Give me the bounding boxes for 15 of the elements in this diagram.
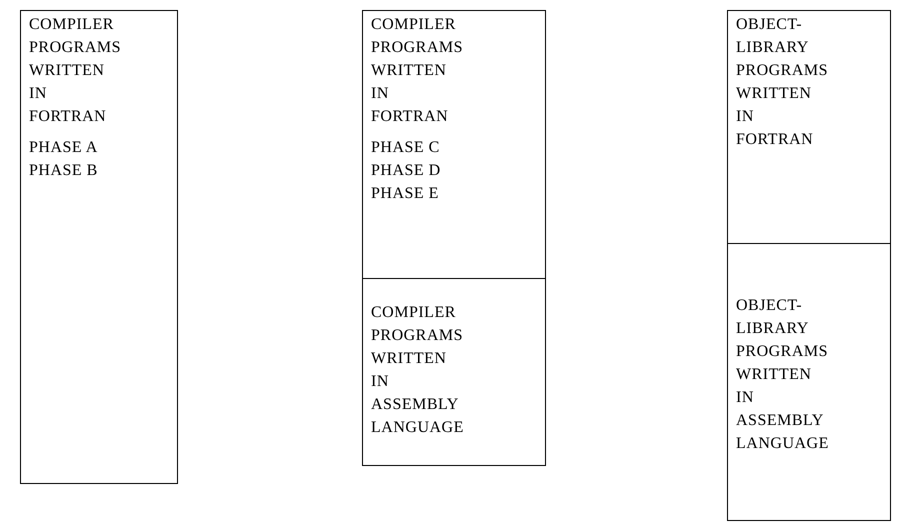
box-text: PHASE E (371, 184, 440, 204)
box-text: COMPILER PROGRAMS WRITTEN IN ASSEMBLY LANGUAGE (371, 303, 464, 438)
text-box (727, 10, 891, 244)
box-text: OBJECT- LIBRARY PROGRAMS WRITTEN IN ASSEMBLY LANGUAGE (736, 296, 829, 454)
text-box (362, 278, 546, 466)
box-text: PHASE B (29, 161, 99, 181)
box-text: PHASE D (371, 161, 442, 181)
text-box (20, 10, 178, 484)
text-box (362, 10, 546, 279)
box-text: COMPILER PROGRAMS WRITTEN IN FORTRAN (29, 15, 122, 127)
box-text: OBJECT- LIBRARY PROGRAMS WRITTEN IN FORTRAN (736, 15, 828, 150)
box-text: PHASE C (371, 138, 441, 158)
box-text: COMPILER PROGRAMS WRITTEN IN FORTRAN (371, 15, 464, 127)
box-text: PHASE A (29, 138, 99, 158)
text-box (727, 243, 891, 521)
